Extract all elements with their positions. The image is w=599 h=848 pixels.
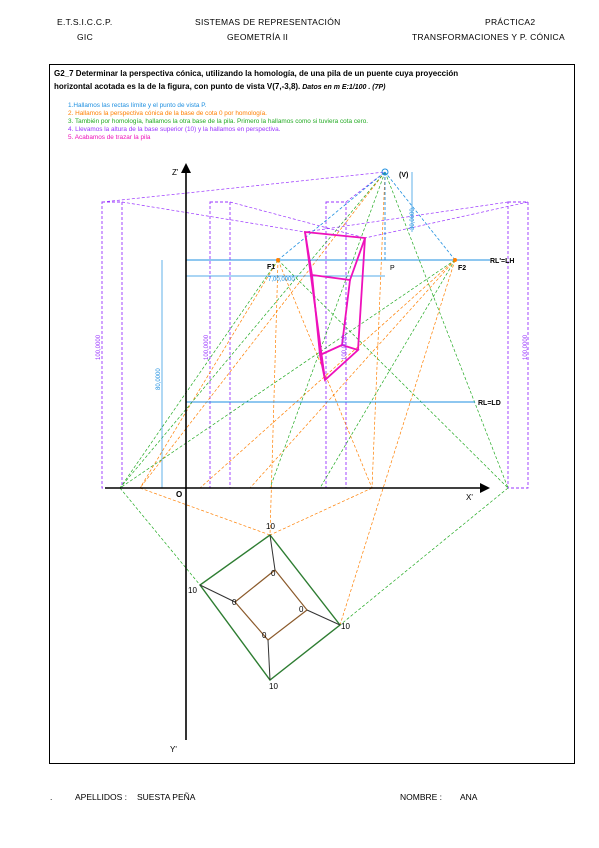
- step-2: 2. Hallamos la perspectiva cónica de la …: [68, 110, 267, 117]
- statement-data: Datos en m E:1/100 . (7P): [300, 84, 386, 91]
- viewpoint-marker: [381, 168, 389, 176]
- f1-marker: [276, 258, 280, 262]
- f2-marker: [453, 258, 457, 262]
- point-p-label: P: [390, 265, 395, 272]
- school-name: E.T.S.I.C.C.P.: [57, 17, 113, 27]
- dim-vp-label: 30,0000: [410, 208, 416, 230]
- step-5: 5. Acabamos de trazar la pila: [68, 134, 151, 141]
- step-1: 1.Hallamos las rectas límite y el punto …: [68, 102, 207, 109]
- limit-line-ld-label: RL=LD: [478, 400, 501, 407]
- surname-label: APELLIDOS :: [75, 792, 127, 802]
- plan-outer-base: [199, 534, 341, 681]
- dim-tall-center: 100,0000: [342, 334, 348, 360]
- pile-top: [303, 230, 367, 281]
- step-3: 3. También por homología, hallamos la ot…: [68, 118, 369, 125]
- practice-topic: TRANSFORMACIONES Y P. CÓNICA: [412, 32, 565, 42]
- drawing-frame: [49, 64, 575, 764]
- f1-to-v-line: [277, 171, 386, 261]
- statement-line-1: G2_7 Determinar la perspectiva cónica, u…: [54, 69, 459, 78]
- group-name: GIC: [77, 32, 94, 42]
- f2-to-v-line: [384, 171, 456, 261]
- statement-main: horizontal acotada es la de la figura, c…: [54, 82, 301, 91]
- pile-bottom: [318, 344, 360, 382]
- origin-label: O: [176, 490, 182, 499]
- elev-label-inner-left: 0: [232, 598, 237, 607]
- surname-value: SUESTA PEÑA: [137, 792, 196, 802]
- course-title: GEOMETRÍA II: [227, 32, 289, 42]
- z-axis-label: Z': [172, 168, 179, 177]
- f2-label: F2: [458, 265, 466, 272]
- dim-tall-left: 100,0000: [96, 334, 102, 360]
- practice-number: PRÁCTICA2: [485, 17, 536, 27]
- elev-label-inner-bottom: 0: [262, 631, 267, 640]
- elev-label-right: 10: [341, 622, 350, 631]
- subject-title: SISTEMAS DE REPRESENTACIÓN: [195, 17, 341, 27]
- limit-line-lh-label: RL'=LH: [490, 258, 514, 265]
- f1-label: F1: [267, 264, 275, 271]
- footer-dot: .: [50, 792, 53, 802]
- elev-label-top: 10: [266, 522, 275, 531]
- elev-label-bottom: 10: [269, 682, 278, 691]
- elev-label-inner-top: 0: [271, 569, 276, 578]
- plan-edges: [199, 534, 341, 681]
- right-height-rect: [507, 201, 529, 489]
- green-construction-lines: [119, 171, 509, 681]
- elev-label-left: 10: [188, 586, 197, 595]
- plan-inner-base: [234, 569, 308, 641]
- dim-tall-mid: 100,0000: [204, 334, 210, 360]
- statement-line-2: horizontal acotada es la de la figura, c…: [54, 82, 385, 91]
- y-axis-label: Y': [170, 745, 177, 754]
- dim-tall-right: 100,0000: [523, 334, 529, 360]
- elev-label-inner-right: 0: [299, 605, 304, 614]
- orange-construction-lines: [139, 171, 456, 626]
- x-axis-label: X': [466, 493, 473, 502]
- mid-height-rect: [209, 201, 231, 489]
- purple-construction-lines: [101, 171, 529, 239]
- dim-height-label: 80,0000: [156, 368, 162, 390]
- name-label: NOMBRE :: [400, 792, 443, 802]
- dim-p-label: 7,00,0000: [268, 277, 295, 283]
- pile-perspective: [303, 230, 367, 382]
- name-value: ANA: [460, 792, 478, 802]
- step-4: 4. Llevamos la altura de la base superio…: [68, 126, 281, 133]
- viewpoint-label: (V): [399, 172, 408, 179]
- left-height-rect: [101, 201, 123, 489]
